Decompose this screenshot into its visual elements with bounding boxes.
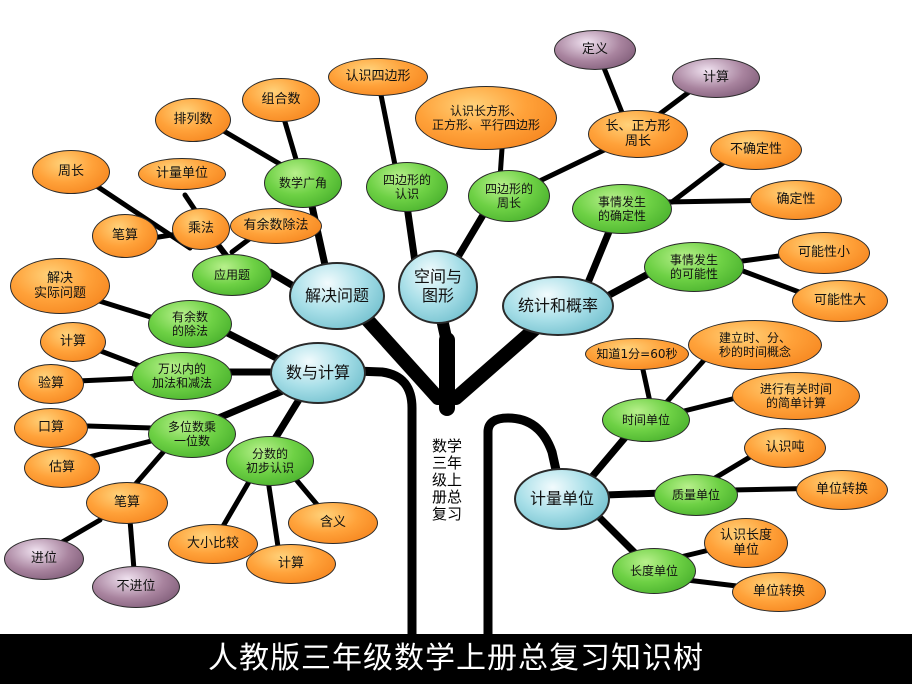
node-jiliang-danwei-small: 计量单位 (138, 158, 226, 190)
node-zuhe-shu: 组合数 (242, 78, 320, 122)
node-renshi-changfangxing: 认识长方形、 正方形、平行四边形 (415, 86, 557, 150)
node-duowei-shu-cheng: 多位数乘 一位数 (148, 410, 236, 458)
node-kousuan: 口算 (14, 408, 88, 448)
node-bisuan: 笔算 (86, 482, 168, 524)
node-jiejue-wenti: 解决问题 (289, 262, 385, 330)
node-yansuan: 验算 (18, 364, 84, 404)
node-jinwei: 进位 (4, 538, 84, 580)
node-queding-xing: 确定性 (750, 180, 842, 220)
node-renshi-dun: 认识吨 (744, 428, 826, 468)
node-changdu-danwei: 长度单位 (612, 548, 696, 594)
node-keneng-xing-xiao: 可能性小 (778, 232, 870, 274)
node-zhiliang-danwei: 质量单位 (654, 474, 738, 516)
node-biji: 笔算 (92, 214, 158, 258)
node-bu-queding-xing: 不确定性 (710, 130, 802, 170)
title-banner (0, 634, 912, 684)
node-dingyi: 定义 (554, 30, 636, 70)
node-renshi-sibianxing: 认识四边形 (328, 58, 428, 96)
node-fenshu-chubu-renshi: 分数的 初步认识 (226, 436, 314, 486)
node-wanyinei-jiajian: 万以内的 加法和减法 (132, 352, 232, 400)
node-shuxue-guangjiao: 数学广角 (264, 158, 342, 208)
trunk-right-outline (483, 413, 565, 640)
node-keneng-xing-da: 可能性大 (792, 280, 888, 322)
node-bu-jinwei: 不进位 (92, 566, 180, 608)
node-renshi-changdu-danwei: 认识长度 单位 (704, 518, 788, 568)
node-kongjian-tuxing: 空间与 图形 (398, 250, 478, 324)
node-jiejue-shiji-wenti: 解决 实际问题 (10, 258, 110, 314)
node-sibianxing-renshi: 四边形的 认识 (366, 162, 448, 212)
node-jinxing-jiandan-jisuan: 进行有关时间 的简单计算 (732, 372, 860, 420)
node-chengfa: 乘法 (172, 208, 230, 250)
node-danwei-zhuanhuan-1: 单位转换 (796, 470, 888, 510)
node-gusuan: 估算 (24, 448, 100, 488)
node-pailie-shu: 排列数 (155, 98, 231, 142)
node-queding-xing-fasheng: 事情发生 的确定性 (572, 184, 672, 234)
trunk-left-outline (325, 365, 417, 640)
page-title: 人教版三年级数学上册总复习知识树 (208, 641, 704, 676)
node-chang-zhengfangxing-zhouchang: 长、正方形 周长 (588, 110, 688, 158)
node-sibianxing-zhouchang: 四边形的 周长 (468, 170, 550, 222)
node-tongji-gailv: 统计和概率 (502, 276, 614, 336)
node-hanyi: 含义 (288, 502, 378, 544)
node-shijian-danwei: 时间单位 (602, 398, 690, 442)
node-shu-yu-jisuan: 数与计算 (270, 342, 366, 404)
node-yingyongti: 应用题 (192, 254, 272, 296)
node-danwei-zhuanhuan-2: 单位转换 (732, 572, 826, 612)
trunk-label: 数学三年级上册总复习 (432, 437, 463, 523)
node-daxiao-bijiao: 大小比较 (168, 524, 258, 564)
node-keneng-xing-fasheng: 事情发生 的可能性 (644, 242, 744, 292)
node-jisuan-top: 计算 (672, 58, 760, 98)
branch-tongji (449, 313, 552, 405)
node-zhidao-1fen-60miao: 知道1分=60秒 (585, 338, 689, 370)
node-jisuan-left: 计算 (40, 322, 106, 362)
node-jisuan-bottom: 计算 (246, 544, 336, 584)
node-zhouchang: 周长 (32, 150, 110, 194)
node-youyu-shu-chufa: 有余数除法 (230, 208, 322, 244)
node-jianli-shijian-gainian: 建立时、分、 秒的时间概念 (688, 320, 822, 370)
node-jiliang-danwei: 计量单位 (514, 468, 610, 530)
node-youyushu-de-chufa: 有余数 的除法 (148, 300, 232, 348)
